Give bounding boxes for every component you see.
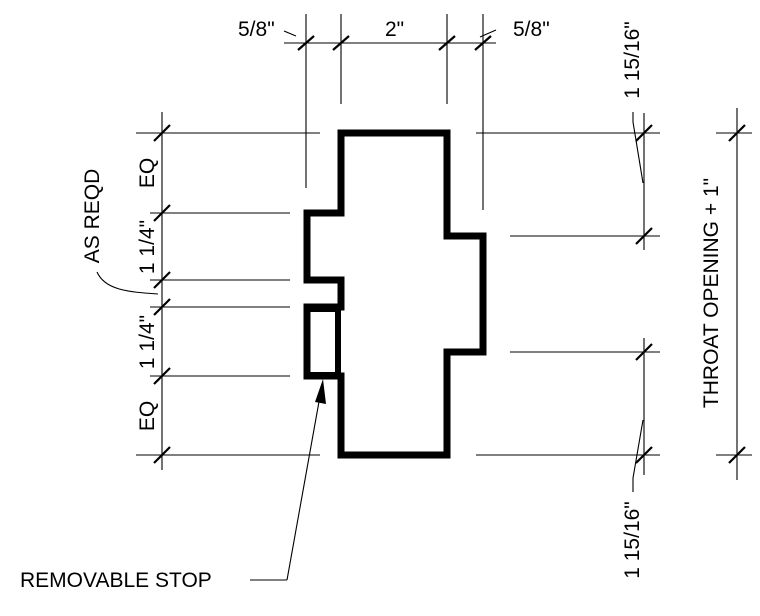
dim-top-middle: 2" (385, 18, 404, 41)
as-reqd-note: AS REQD (81, 169, 159, 295)
tick-left-2 (153, 204, 171, 222)
dim-right-bottom: 1 15/16" (621, 501, 644, 579)
dim-right-top: 1 15/16" (621, 21, 644, 99)
dim-left-eq-top: EQ (136, 158, 159, 188)
dim-throat-opening: THROAT OPENING + 1" (700, 178, 723, 408)
tick-top-1 (297, 35, 315, 51)
left-dimension-chain: EQ 1 1/4" 1 1/4" EQ (136, 112, 320, 470)
frame-profile-outline (303, 129, 487, 459)
dim-top-right: 5/8" (513, 18, 550, 41)
tick-left-3 (153, 271, 171, 289)
removable-stop-leader-diagonal (286, 395, 321, 581)
tick-throat-top (728, 124, 746, 142)
tick-top-4 (474, 35, 492, 51)
tick-top-2 (332, 35, 350, 51)
dim-top-left: 5/8" (238, 18, 275, 41)
tick-left-4 (153, 298, 171, 316)
tick-right-1 (635, 124, 653, 142)
throat-dimension: THROAT OPENING + 1" (700, 108, 752, 480)
right-dimension-chain: 1 15/16" 1 15/16" (476, 21, 660, 579)
as-reqd-leader (96, 271, 159, 295)
tick-left-1 (153, 124, 171, 142)
removable-stop-note: REMOVABLE STOP (20, 379, 326, 592)
note-as-reqd: AS REQD (81, 169, 104, 264)
dim-left-quarter-top: 1 1/4" (136, 220, 159, 274)
tick-throat-bottom (728, 446, 746, 464)
top-leader-5-8-left (283, 30, 297, 37)
removable-stop-arrowhead (315, 379, 326, 404)
dim-left-eq-bottom: EQ (136, 401, 159, 431)
tick-top-3 (438, 35, 456, 51)
right-top-leader (632, 112, 644, 184)
right-bottom-leader (632, 419, 644, 492)
dim-left-quarter-bottom: 1 1/4" (136, 315, 159, 369)
top-leader-5-8-right (479, 29, 497, 38)
note-removable-stop: REMOVABLE STOP (20, 569, 212, 592)
removable-stop-shape (304, 306, 341, 378)
tick-right-4 (635, 446, 653, 464)
tick-left-5 (153, 367, 171, 385)
tick-left-6 (153, 446, 171, 464)
tick-right-3 (635, 343, 653, 361)
top-dimension-chain: 5/8" 2" 5/8" (238, 14, 550, 210)
tick-right-2 (635, 227, 653, 245)
